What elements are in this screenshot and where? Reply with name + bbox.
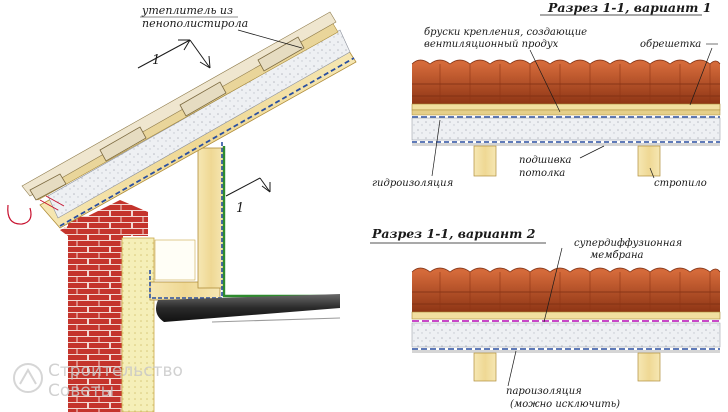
variant1-battens-line1: бруски крепления, создающие <box>424 27 587 38</box>
insulation-leader <box>237 29 303 49</box>
variant1-lathing <box>411 103 721 111</box>
variant1-title: Разрез 1-1, вариант 1 <box>547 0 711 15</box>
variant1-waterproofing-label: гидроизоляция <box>372 178 453 189</box>
slope-waterproofing <box>59 57 355 227</box>
section-mark-top <box>137 39 211 69</box>
variant2-title: Разрез 1-1, вариант 2 <box>371 226 536 241</box>
eave-drip-edge <box>7 204 32 225</box>
variant1-ceiling-line2: потолка <box>519 168 565 179</box>
variant1-rafter-2 <box>637 145 661 177</box>
watermark: Строительство Советы <box>13 361 183 401</box>
brick-wall <box>68 216 123 412</box>
variant1-tiles <box>411 59 721 104</box>
variant2-foam <box>411 322 721 348</box>
variant1-ceiling-line1: подшивка <box>519 155 572 166</box>
variant2-tiles <box>411 267 721 312</box>
watermark-line2: Советы <box>48 381 114 401</box>
variant2-membrane-line2: мембрана <box>590 250 644 261</box>
variant1-lathing-label: обрешетка <box>640 39 701 50</box>
variant1-battens-line2: вентиляционный продух <box>424 39 559 50</box>
variant1-rafter-1 <box>473 145 497 177</box>
variant1-rafter-label: стропило <box>654 178 707 189</box>
vapor-barrier-line <box>222 146 340 298</box>
section-mark-bottom-label: 1 <box>236 201 244 216</box>
eave-gutter <box>156 294 340 322</box>
section-mark-bottom <box>225 177 271 197</box>
variant1-counter-batten <box>411 109 721 116</box>
section-mark-top-label: 1 <box>152 53 160 68</box>
wall-insulation <box>121 237 155 412</box>
vertical-stud <box>197 147 225 289</box>
variant2-rafter-2 <box>637 352 661 382</box>
waterproofing-outline <box>149 140 223 299</box>
variant2-vapor-line2: (можно исключить) <box>510 399 620 410</box>
brick-wall-top <box>60 200 148 236</box>
variant2-vapor-line1: пароизоляция <box>506 386 582 397</box>
attic-space <box>154 239 196 281</box>
variant2-membrane-line1: супердиффузионная <box>574 238 682 249</box>
variant2-lathing <box>411 311 721 320</box>
section-variant-2: Разрез 1-1, вариант 2 супердиффузионная … <box>370 226 721 410</box>
eave-detail: 1 1 утеплитель из пенополистирола <box>7 4 357 412</box>
variant1-foam <box>411 117 721 141</box>
section-variant-1: Разрез 1-1, вариант 1 бруски крепления, … <box>372 0 721 189</box>
insulation-label-line2: пенополистирола <box>142 17 248 30</box>
insulation-label-line1: утеплитель из <box>141 4 233 17</box>
variant2-rafter-1 <box>473 352 497 382</box>
watermark-line1: Строительство <box>48 361 183 381</box>
